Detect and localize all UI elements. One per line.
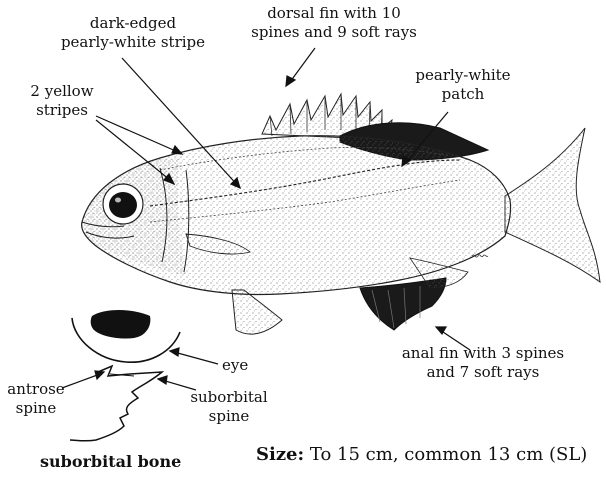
- label-suborbital-spine-line1: suborbital: [184, 388, 274, 407]
- label-dorsal-fin-line2: spines and 9 soft rays: [244, 23, 424, 42]
- pelvic-fin: [232, 290, 282, 334]
- label-suborbital-bone: suborbital bone: [40, 452, 181, 471]
- label-dark-edged-line1: dark-edged: [58, 14, 208, 33]
- label-dorsal-fin: dorsal fin with 10 spines and 9 soft ray…: [244, 4, 424, 42]
- label-anal-fin-line2: and 7 soft rays: [388, 363, 578, 382]
- label-anal-fin-line1: anal fin with 3 spines: [388, 344, 578, 363]
- label-pearly-patch-line1: pearly-white: [408, 66, 518, 85]
- label-antrose-line1: antrose: [4, 380, 68, 399]
- label-pearly-white-patch: pearly-white patch: [408, 66, 518, 104]
- size-text: To 15 cm, common 13 cm (SL): [310, 444, 587, 465]
- label-yellow-stripes: 2 yellow stripes: [22, 82, 102, 120]
- caudal-fin: [505, 128, 600, 282]
- suborbital-bone-outline: [70, 366, 162, 441]
- size-heading: Size:: [256, 444, 304, 465]
- label-dark-edged-stripe: dark-edged pearly-white stripe: [58, 14, 208, 52]
- label-yellow-stripes-line1: 2 yellow: [22, 82, 102, 101]
- label-anal-fin: anal fin with 3 spines and 7 soft rays: [388, 344, 578, 382]
- label-suborbital-spine-line2: spine: [184, 407, 274, 426]
- label-dark-edged-line2: pearly-white stripe: [58, 33, 208, 52]
- size-info: Size: To 15 cm, common 13 cm (SL): [256, 444, 587, 465]
- label-pearly-patch-line2: patch: [408, 85, 518, 104]
- fish-eye: [103, 184, 143, 224]
- suborbital-bone-inset: [70, 310, 180, 441]
- label-suborbital-spine: suborbital spine: [184, 388, 274, 426]
- inset-eye: [91, 310, 151, 339]
- label-antrose-line2: spine: [4, 399, 68, 418]
- label-eye: eye: [222, 356, 248, 375]
- label-dorsal-fin-line1: dorsal fin with 10: [244, 4, 424, 23]
- label-yellow-stripes-line2: stripes: [22, 101, 102, 120]
- label-antrose-spine: antrose spine: [4, 380, 68, 418]
